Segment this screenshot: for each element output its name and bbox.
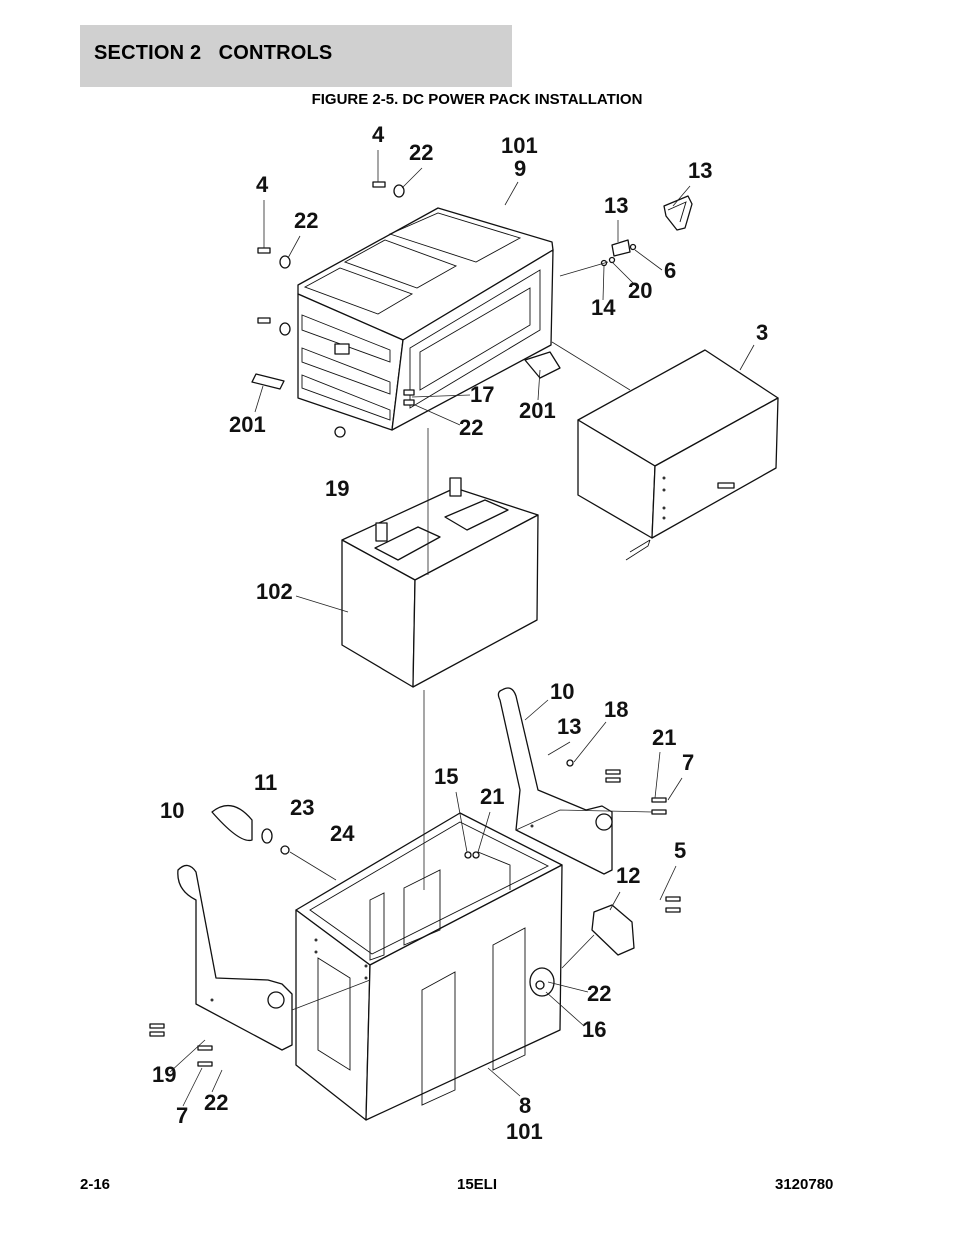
callout-10: 10	[160, 798, 184, 823]
bracket-13	[611, 239, 631, 257]
handle-13	[663, 195, 693, 231]
fasteners-bottom	[149, 759, 681, 1067]
callout-5: 5	[674, 838, 686, 863]
callout-22: 22	[294, 208, 318, 233]
callout-10: 10	[550, 679, 574, 704]
callout-21: 21	[652, 725, 676, 750]
callout-22: 22	[587, 981, 611, 1006]
callout-19: 19	[152, 1062, 176, 1087]
callout-13: 13	[688, 158, 712, 183]
section-title: SECTION 2 CONTROLS	[94, 42, 333, 64]
callout-15: 15	[434, 764, 458, 789]
callout-7: 7	[176, 1103, 188, 1128]
label-decal	[251, 373, 285, 390]
callout-14: 14	[591, 295, 616, 320]
callout-11: 11	[254, 770, 277, 795]
callout-9: 9	[514, 156, 526, 181]
callout-20: 20	[628, 278, 652, 303]
callout-19: 19	[325, 476, 349, 501]
callout-13: 13	[557, 714, 581, 739]
callout-12: 12	[616, 863, 640, 888]
callout-101: 101	[501, 133, 538, 158]
footer-page-number: 2-16	[80, 1176, 111, 1193]
leader-lines	[169, 150, 755, 1107]
callout-3: 3	[756, 320, 768, 345]
callout-22: 22	[204, 1090, 228, 1115]
hook-bracket-left	[177, 864, 293, 1051]
nut-24	[280, 845, 290, 855]
bumper-11	[211, 804, 253, 842]
callout-23: 23	[290, 795, 314, 820]
callout-7: 7	[682, 750, 694, 775]
callout-24: 24	[330, 821, 355, 846]
callout-22: 22	[409, 140, 433, 165]
callout-8: 8	[519, 1093, 531, 1118]
hook-bracket-right	[497, 687, 613, 875]
footer-doc-number: 3120780	[775, 1176, 834, 1193]
bracket-201	[524, 351, 561, 379]
cover	[577, 349, 779, 561]
callout-22: 22	[459, 415, 483, 440]
callout-17: 17	[470, 382, 494, 407]
callout-201: 201	[519, 398, 556, 423]
callout-18: 18	[604, 697, 628, 722]
block-12	[591, 904, 635, 956]
figure-title: FIGURE 2-5. DC POWER PACK INSTALLATION	[311, 91, 643, 108]
fasteners-top	[257, 181, 637, 438]
callout-4: 4	[372, 122, 385, 147]
callout-101: 101	[506, 1119, 543, 1144]
callout-201: 201	[229, 412, 266, 437]
washer-23	[261, 828, 273, 844]
battery-frame	[297, 207, 554, 431]
callout-102: 102	[256, 579, 293, 604]
callout-21: 21	[480, 784, 504, 809]
section-header-bar: SECTION 2 CONTROLS	[80, 25, 512, 87]
callout-13: 13	[604, 193, 628, 218]
battery-box	[295, 812, 563, 1121]
footer-model: 15ELI	[456, 1176, 498, 1193]
battery	[341, 477, 539, 688]
callout-4: 4	[256, 172, 269, 197]
callout-16: 16	[582, 1017, 606, 1042]
callout-6: 6	[664, 258, 676, 283]
